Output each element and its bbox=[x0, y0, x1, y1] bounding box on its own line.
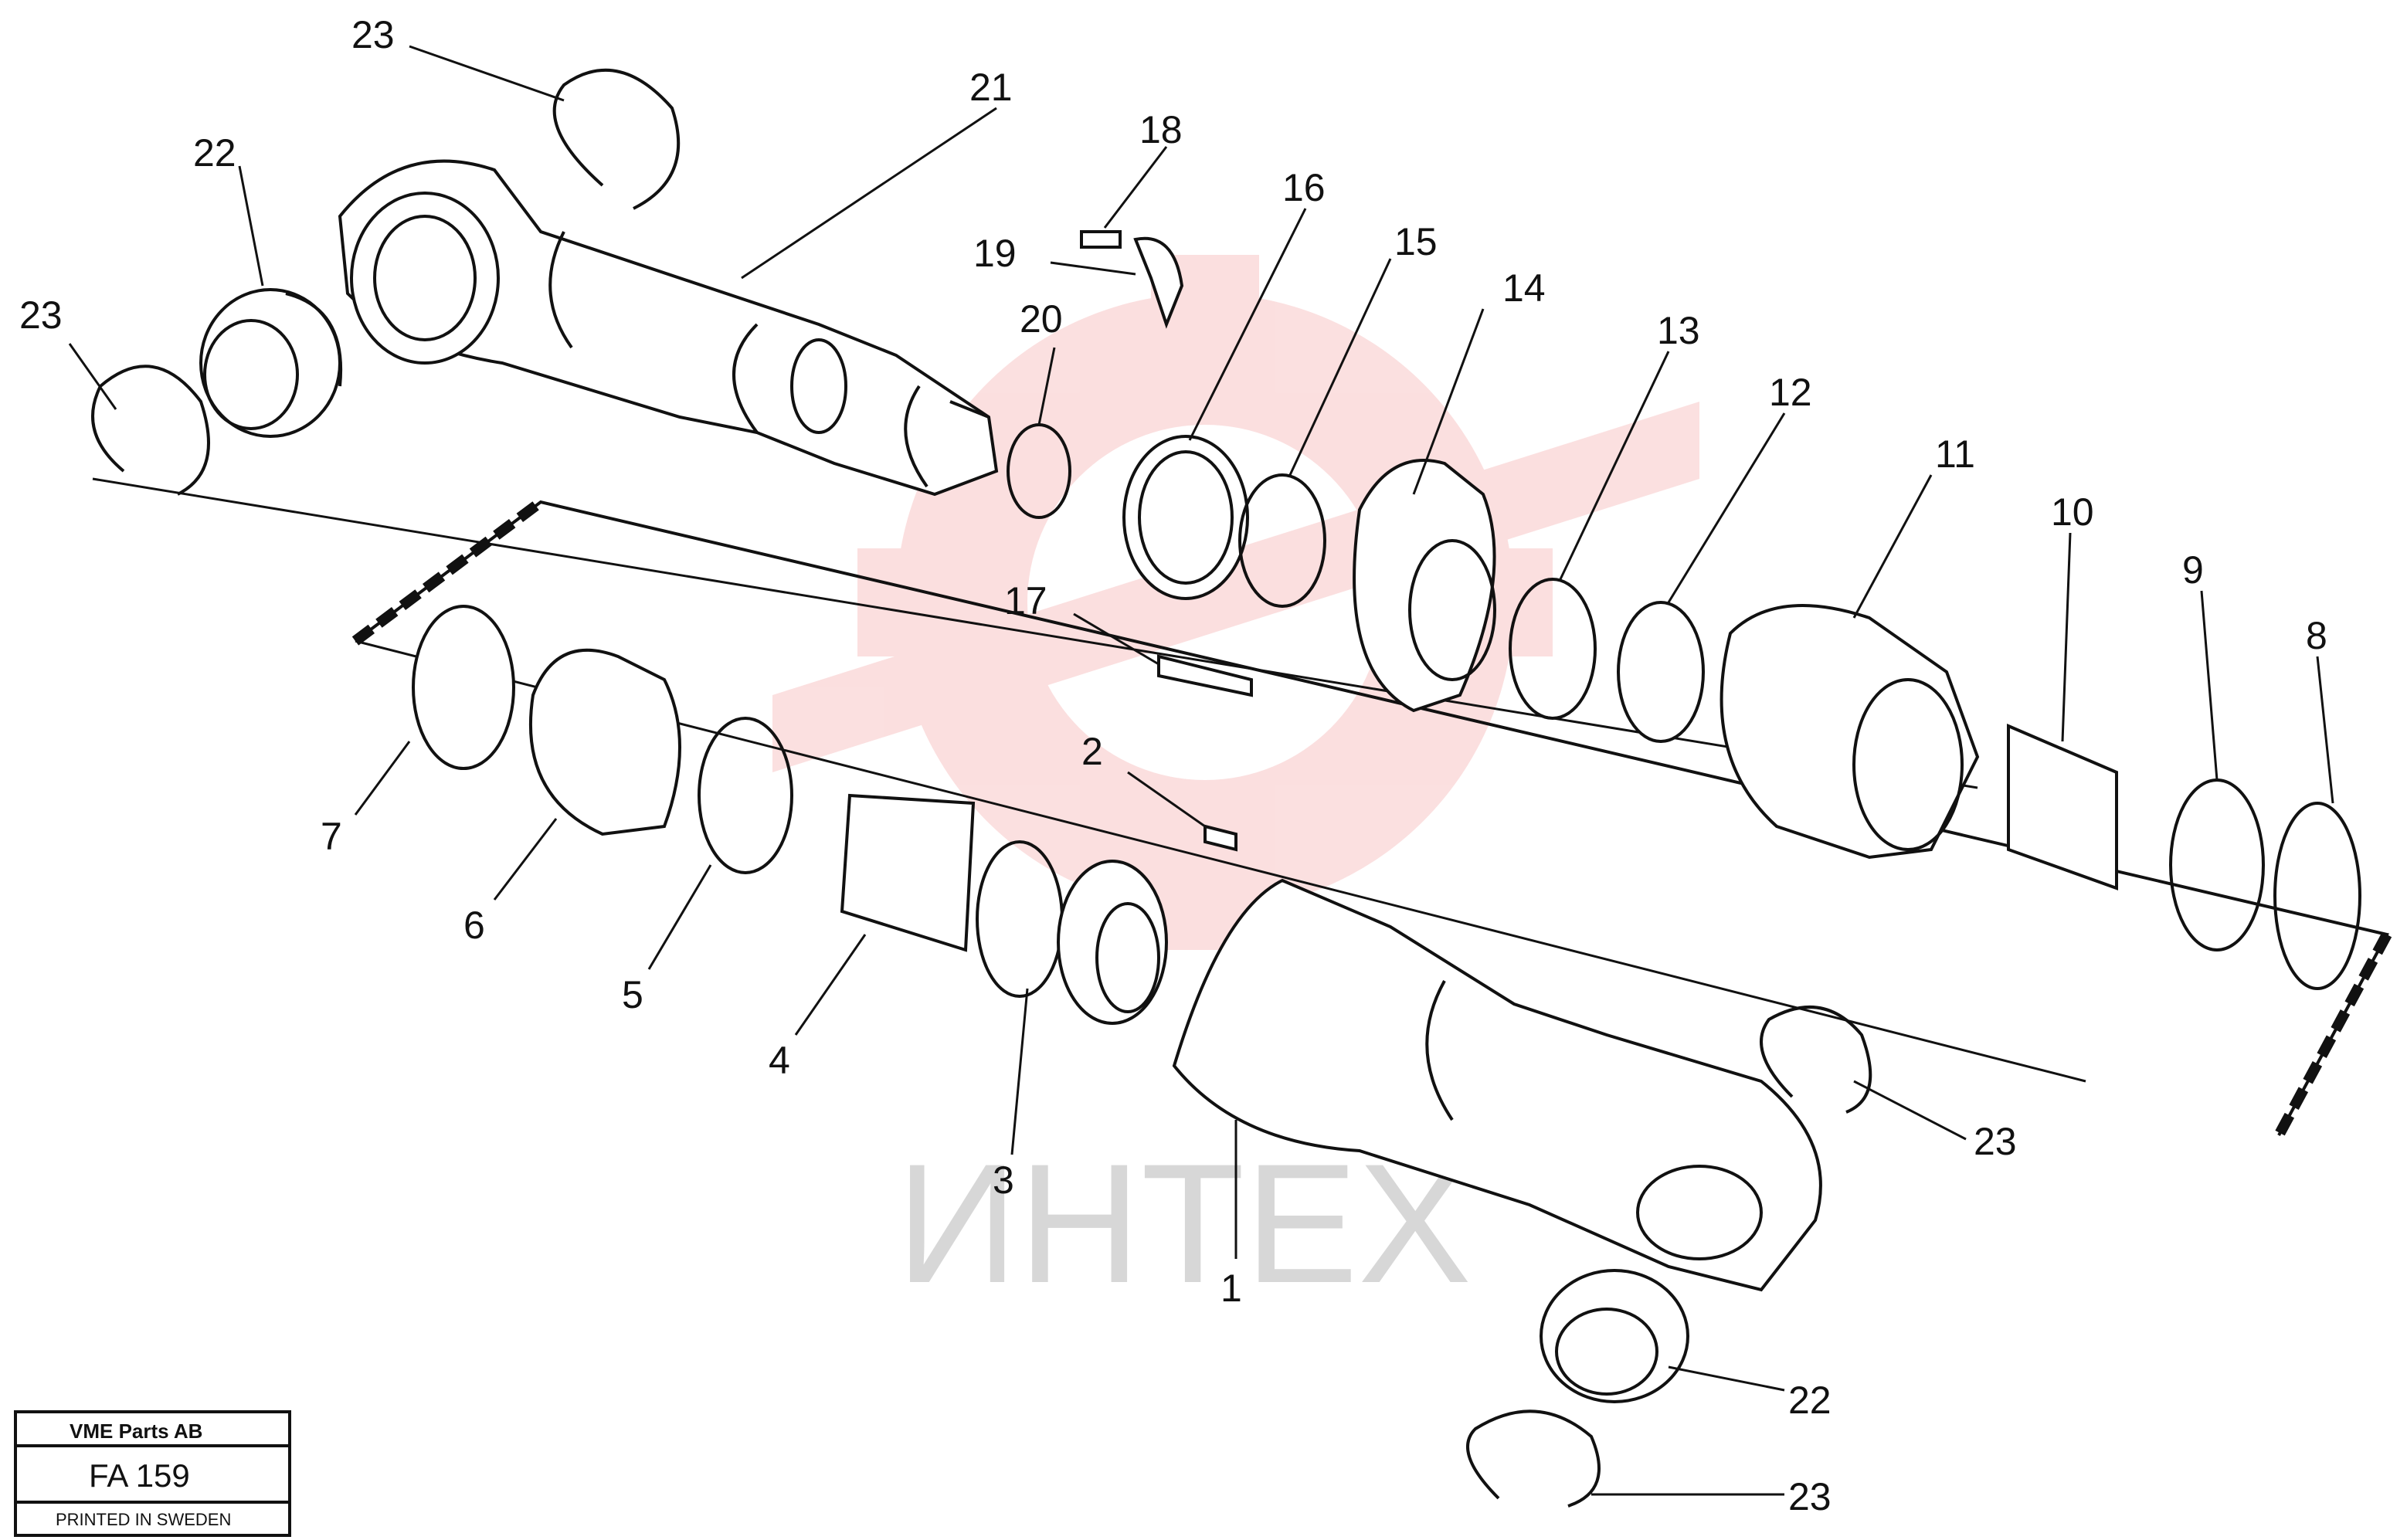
leader-lines bbox=[68, 45, 2334, 1496]
callout-6: 6 bbox=[463, 904, 485, 947]
guide-6 bbox=[529, 648, 681, 836]
callout-18: 18 bbox=[1139, 108, 1183, 151]
callout-23-bottom: 23 bbox=[1788, 1475, 1832, 1518]
ring-8 bbox=[2273, 802, 2361, 990]
title-block: VME Parts AB FA 159 PRINTED IN SWEDEN bbox=[14, 1410, 291, 1537]
bolt-17 bbox=[1157, 654, 1253, 697]
callout-5: 5 bbox=[622, 973, 643, 1016]
nut-3 bbox=[976, 840, 1168, 1025]
callout-20: 20 bbox=[1020, 297, 1063, 341]
lock-plate-16 bbox=[1122, 435, 1249, 600]
callout-16: 16 bbox=[1282, 166, 1326, 209]
callout-4: 4 bbox=[769, 1039, 790, 1082]
cylinder-tube-1 bbox=[1172, 878, 1822, 1292]
callout-3: 3 bbox=[993, 1158, 1014, 1202]
callout-17: 17 bbox=[1004, 579, 1047, 622]
callout-2: 2 bbox=[1081, 730, 1103, 773]
watermark-text: ИНТЕХ bbox=[896, 1128, 1472, 1318]
callout-14: 14 bbox=[1502, 266, 1546, 310]
callout-23-right: 23 bbox=[1974, 1120, 2017, 1163]
circlip-upper-left bbox=[91, 365, 210, 496]
callout-21: 21 bbox=[969, 66, 1013, 109]
callout-13: 13 bbox=[1657, 309, 1700, 352]
circlip-upper-right bbox=[552, 68, 681, 210]
ring-9 bbox=[2169, 778, 2265, 951]
callout-22-bottom: 22 bbox=[1788, 1379, 1832, 1422]
lock-tab-19 bbox=[1133, 236, 1184, 329]
callout-15: 15 bbox=[1394, 220, 1438, 263]
callout-23-left: 23 bbox=[19, 293, 63, 337]
seal-13 bbox=[1509, 578, 1597, 720]
title-block-printed: PRINTED IN SWEDEN bbox=[56, 1510, 231, 1529]
callout-9: 9 bbox=[2182, 548, 2204, 592]
bushing-4 bbox=[840, 793, 976, 952]
cylinder-head-11 bbox=[1720, 604, 1980, 860]
piston-rod bbox=[338, 159, 999, 497]
circlip-lower-bottom bbox=[1466, 1409, 1601, 1508]
callout-12: 12 bbox=[1769, 371, 1812, 414]
callout-22-top: 22 bbox=[193, 131, 236, 175]
callout-11: 11 bbox=[1935, 432, 1975, 476]
seal-5 bbox=[698, 717, 793, 874]
callout-8: 8 bbox=[2306, 614, 2327, 657]
callout-10: 10 bbox=[2051, 490, 2094, 534]
piston-14 bbox=[1353, 459, 1496, 713]
set-screw-2 bbox=[1204, 824, 1237, 852]
circlip-lower-right bbox=[1760, 1006, 1872, 1114]
bearing-upper bbox=[199, 288, 343, 438]
ring-15 bbox=[1238, 473, 1326, 608]
assembly-bracket bbox=[354, 500, 2389, 1136]
callout-7: 7 bbox=[321, 815, 342, 858]
title-block-company: VME Parts AB bbox=[70, 1420, 202, 1443]
callout-19: 19 bbox=[973, 232, 1017, 275]
seal-12 bbox=[1617, 601, 1705, 743]
title-block-code: FA 159 bbox=[89, 1457, 190, 1494]
bushing-10 bbox=[2007, 723, 2118, 890]
bearing-lower bbox=[1540, 1269, 1689, 1403]
callout-1: 1 bbox=[1220, 1267, 1242, 1310]
bolt-18 bbox=[1080, 230, 1122, 249]
callout-23-top: 23 bbox=[351, 13, 395, 56]
ring-7 bbox=[412, 605, 515, 770]
